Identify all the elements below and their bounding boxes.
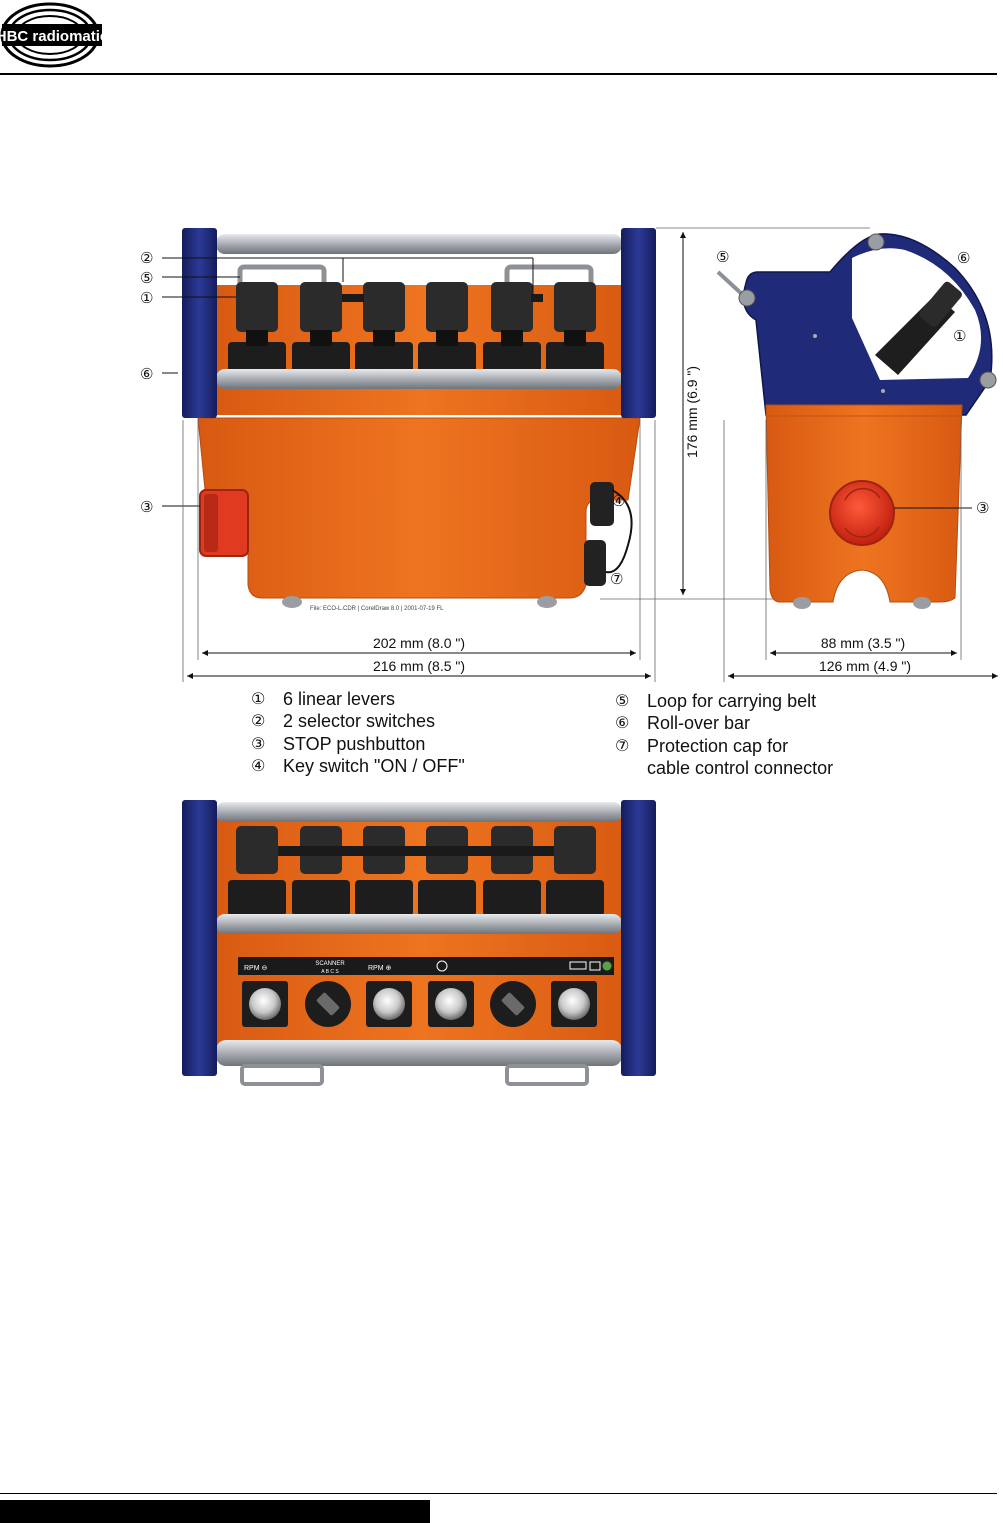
side-dimensions: 88 mm (3.5 ") 126 mm (4.9 ") — [723, 420, 998, 682]
pushbutton — [558, 988, 590, 1020]
side-carrying-loop — [716, 270, 746, 298]
bolt — [979, 371, 997, 389]
bolt — [738, 289, 756, 307]
status-led — [601, 960, 613, 972]
side-view — [716, 233, 997, 609]
top-view-lever-row — [228, 826, 604, 916]
top-view-loop-left — [240, 1064, 324, 1086]
height-dimension: 176 mm (6.9 ") — [600, 227, 870, 600]
top-view-bar-middle — [216, 914, 622, 934]
callout-7: ⑦ — [610, 570, 623, 588]
label-scanner-positions: A B C S — [321, 969, 339, 975]
pushbutton — [373, 988, 405, 1020]
front-dimensions: 202 mm (8.0 ") 216 mm (8.5 ") — [182, 420, 656, 682]
callout-3: ③ — [140, 498, 153, 516]
linear-lever — [546, 826, 604, 916]
top-view-bar-top — [216, 802, 622, 822]
side-callouts: ⑤ ⑥ ① ③ — [716, 248, 989, 517]
file-note: File: ECO-L.CDR | CorelDraw 8.0 | 2001-0… — [310, 606, 444, 612]
roll-over-bar-top — [216, 234, 622, 254]
label-rpm-plus: RPM ⊕ — [368, 965, 392, 972]
side-callout-5: ⑤ — [716, 248, 729, 266]
key-switch — [590, 482, 614, 526]
power-icon — [436, 960, 448, 972]
top-view-bar-bottom — [216, 1040, 622, 1066]
linear-lever — [228, 826, 286, 916]
label-scanner: SCANNER — [315, 961, 345, 967]
pushbutton-row — [242, 981, 597, 1027]
foot — [282, 596, 302, 608]
battery-icon — [589, 961, 601, 971]
header-rule — [0, 73, 997, 75]
top-view-frame-right — [621, 800, 656, 1076]
screw — [881, 389, 885, 393]
stop-pushbutton-shade — [204, 494, 218, 552]
roll-over-bar-middle — [216, 369, 622, 389]
foot — [913, 597, 931, 609]
linear-lever — [292, 826, 350, 916]
side-callout-3: ③ — [976, 499, 989, 517]
side-lever-handle — [919, 281, 962, 328]
bolt — [867, 233, 885, 251]
dim-side-outer-width: 126 mm (4.9 ") — [819, 658, 911, 674]
cap-strap — [605, 489, 633, 574]
dim-height: 176 mm (6.9 ") — [684, 366, 700, 458]
logo-text: HBC radiomatic — [0, 28, 104, 45]
foot — [793, 597, 811, 609]
label-rpm-minus: RPM ⊖ — [244, 965, 268, 972]
side-callout-6: ⑥ — [957, 249, 970, 267]
callout-4: ④ — [612, 492, 625, 510]
dim-front-inner-width: 202 mm (8.0 ") — [373, 635, 465, 651]
top-view-loop-right — [505, 1064, 589, 1086]
dim-front-outer-width: 216 mm (8.5 ") — [373, 658, 465, 674]
callout-6: ⑥ — [140, 365, 153, 383]
legend-item-continuation: cable control connector — [647, 757, 834, 778]
callout-1: ① — [140, 289, 153, 307]
callout-2: ② — [140, 249, 153, 267]
frame-right — [621, 228, 656, 418]
front-view: File: ECO-L.CDR | CorelDraw 8.0 | 2001-0… — [182, 228, 656, 612]
label-strip — [238, 957, 614, 975]
footer-bar — [0, 1500, 430, 1523]
protection-cap — [584, 540, 606, 586]
horn-icon — [569, 961, 587, 970]
front-callouts: ② ⑤ ① ⑥ ③ ④ ⑦ — [140, 249, 625, 588]
pushbutton — [249, 988, 281, 1020]
side-callout-1: ① — [953, 327, 966, 345]
footer-rule — [0, 1493, 997, 1494]
hbc-radiomatic-logo: HBC radiomatic — [0, 2, 104, 68]
selector-switch — [342, 294, 364, 302]
top-view-frame-left — [182, 800, 217, 1076]
screw — [813, 334, 817, 338]
linear-lever — [355, 826, 413, 916]
lower-housing — [197, 417, 641, 599]
linear-lever — [483, 826, 541, 916]
stop-button-top — [829, 480, 895, 546]
frame-left — [182, 228, 217, 418]
top-view: RPM ⊖ SCANNER A B C S RPM ⊕ — [182, 800, 656, 1086]
pushbutton — [435, 988, 467, 1020]
foot — [537, 596, 557, 608]
dim-side-inner-width: 88 mm (3.5 ") — [821, 635, 905, 651]
linear-lever — [418, 826, 476, 916]
selector-switch — [531, 294, 543, 302]
callout-5: ⑤ — [140, 269, 153, 287]
